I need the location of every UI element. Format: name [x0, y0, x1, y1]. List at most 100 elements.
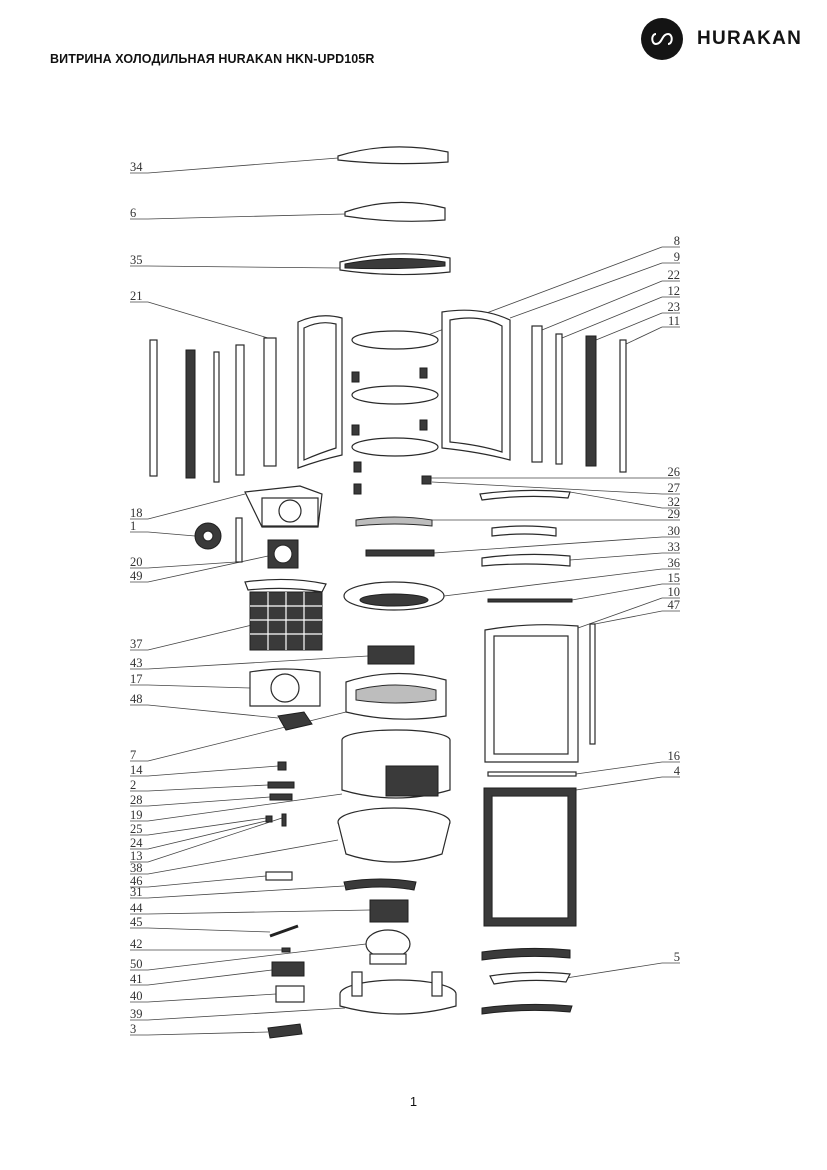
leader-line: [569, 491, 663, 509]
part-label-7: 7: [130, 748, 136, 762]
leader-line: [569, 552, 663, 561]
part-label-30: 30: [668, 524, 681, 538]
part-label-41: 41: [130, 972, 143, 986]
leader-line: [147, 157, 339, 174]
leader-line: [147, 817, 267, 836]
part-label-45: 45: [130, 915, 143, 929]
part-label-4: 4: [674, 764, 681, 778]
leader-line: [147, 943, 367, 971]
part-label-34: 34: [130, 160, 143, 174]
leader-line: [147, 817, 283, 863]
leader-line: [443, 568, 663, 597]
leader-line: [147, 684, 251, 689]
leader-line: [433, 536, 663, 554]
page-number: 1: [409, 1094, 418, 1109]
part-label-9: 9: [674, 250, 680, 264]
leader-lines: [130, 157, 680, 1036]
part-label-48: 48: [130, 692, 143, 706]
leader-line: [147, 927, 271, 933]
brand-name: HURAKAN: [697, 28, 803, 49]
leader-line: [595, 312, 663, 341]
part-label-16: 16: [668, 749, 681, 763]
leader-line: [147, 704, 279, 719]
leader-line: [147, 993, 277, 1003]
part-base-tray: [337, 821, 451, 863]
part-led-strip: [263, 337, 277, 467]
part-label-33: 33: [668, 540, 681, 554]
brand-logo: HURAKAN: [641, 18, 802, 60]
leader-line: [571, 583, 663, 601]
part-label-15: 15: [668, 571, 681, 585]
part-label-22: 22: [668, 268, 681, 282]
leader-line: [147, 655, 369, 670]
part-label-19: 19: [130, 808, 143, 822]
leader-line: [147, 796, 271, 807]
leader-line: [147, 819, 271, 850]
part-label-36: 36: [668, 556, 681, 570]
part-label-5: 5: [674, 950, 680, 964]
part-label-17: 17: [130, 672, 143, 686]
leader-line: [147, 885, 345, 899]
leader-line: [625, 326, 663, 345]
leader-line: [147, 265, 341, 269]
leader-line: [147, 531, 196, 537]
leader-line: [147, 1031, 269, 1036]
leader-line: [147, 875, 267, 888]
part-label-20: 20: [130, 555, 143, 569]
part-label-27: 27: [668, 481, 681, 495]
part-label-46: 46: [130, 874, 143, 888]
leader-line: [147, 711, 347, 762]
part-label-26: 26: [668, 465, 681, 479]
leader-line: [565, 962, 663, 979]
leader-line: [147, 969, 273, 986]
part-label-23: 23: [668, 300, 681, 314]
parts-drawing: [149, 146, 627, 1039]
part-top-cover: [337, 146, 449, 165]
leader-line: [147, 1007, 346, 1021]
part-label-50: 50: [130, 957, 143, 971]
leader-line: [147, 493, 246, 520]
part-number-labels: 3463521181204937431748714228192524133846…: [130, 160, 681, 1036]
part-label-44: 44: [130, 901, 143, 915]
leader-line: [147, 909, 371, 915]
part-top-panel: [344, 201, 446, 222]
part-label-43: 43: [130, 656, 143, 670]
document-title: ВИТРИНА ХОЛОДИЛЬНАЯ HURAKAN HKN-UPD105R: [50, 52, 375, 66]
part-shelf: [351, 437, 439, 457]
part-label-14: 14: [130, 763, 143, 777]
part-label-8: 8: [674, 234, 680, 248]
part-strip-dark: [185, 349, 196, 479]
part-label-11: 11: [668, 314, 680, 328]
leader-line: [147, 784, 269, 792]
leader-line: [147, 839, 339, 875]
part-shelf: [351, 330, 439, 350]
leader-line: [561, 296, 663, 339]
part-shelf: [351, 385, 439, 405]
leader-line: [147, 765, 279, 777]
part-label-32: 32: [668, 495, 681, 509]
part-label-3: 3: [130, 1022, 136, 1036]
part-label-6: 6: [130, 206, 136, 220]
part-strip: [213, 351, 220, 483]
part-label-2: 2: [130, 778, 136, 792]
part-label-38: 38: [130, 861, 143, 875]
part-label-40: 40: [130, 989, 143, 1003]
part-label-25: 25: [130, 822, 143, 836]
part-label-28: 28: [130, 793, 143, 807]
part-strip: [235, 344, 245, 476]
part-label-39: 39: [130, 1007, 143, 1021]
leader-line: [575, 761, 663, 775]
part-label-21: 21: [130, 289, 143, 303]
part-label-31: 31: [130, 885, 143, 899]
part-label-42: 42: [130, 937, 143, 951]
part-evaporator: [367, 645, 415, 665]
part-bottom-base: [339, 994, 457, 1015]
leader-line: [147, 301, 269, 339]
part-condenser: [369, 899, 409, 923]
leader-line: [594, 610, 663, 625]
leader-line: [541, 280, 663, 331]
leader-line: [577, 597, 663, 629]
part-label-47: 47: [668, 598, 681, 612]
part-label-12: 12: [668, 284, 681, 298]
infinity-loop-icon: [641, 18, 683, 60]
